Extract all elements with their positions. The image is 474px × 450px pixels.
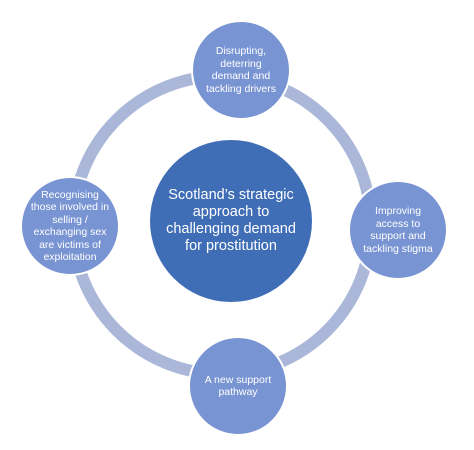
- node-bottom: A new support pathway: [188, 336, 288, 436]
- node-top: Disrupting, deterring demand and tacklin…: [191, 20, 291, 120]
- node-top-label: Disrupting, deterring demand and tacklin…: [205, 45, 277, 95]
- center-circle: Scotland’s strategic approach to challen…: [150, 140, 312, 302]
- node-right: Improving access to support and tackling…: [348, 180, 448, 280]
- node-right-label: Improving access to support and tackling…: [363, 205, 433, 255]
- node-left: Recognising those involved in selling / …: [20, 176, 120, 276]
- center-label: Scotland’s strategic approach to challen…: [166, 187, 296, 254]
- node-bottom-label: A new support pathway: [204, 373, 272, 399]
- node-left-label: Recognising those involved in selling / …: [30, 188, 110, 264]
